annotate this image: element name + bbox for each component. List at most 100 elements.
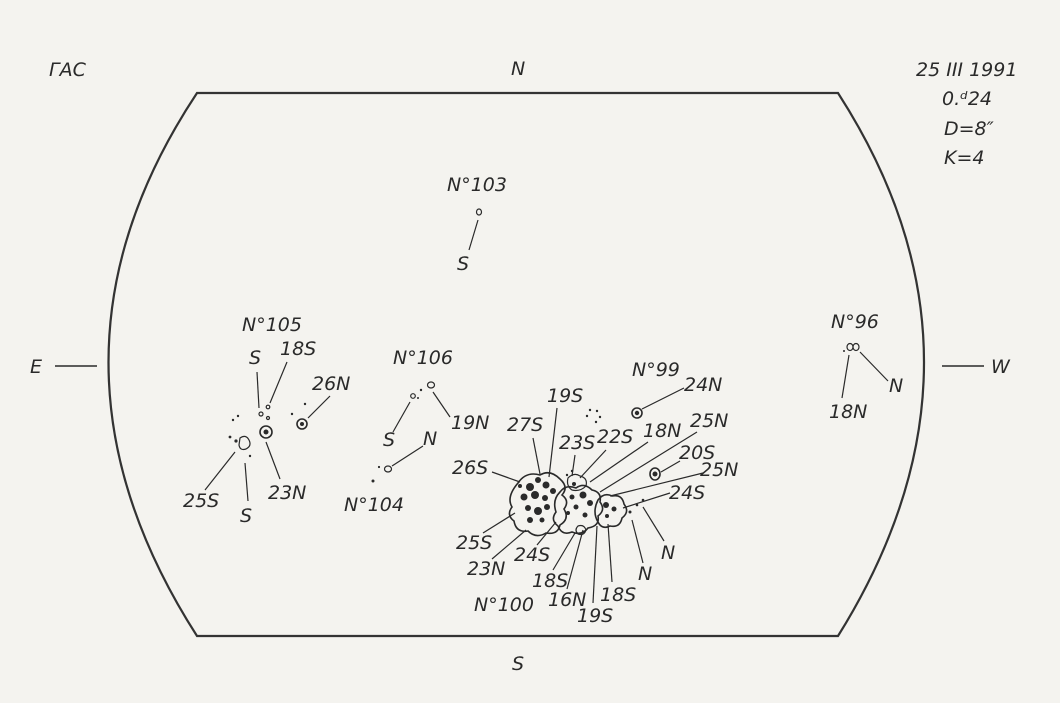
pore xyxy=(377,465,381,469)
leader-line xyxy=(841,354,850,399)
g100-label-24s: 24S xyxy=(514,544,550,566)
group-106-label-n: N xyxy=(423,428,437,450)
leader-line xyxy=(307,395,331,419)
group-106: N°106 19N S N xyxy=(383,347,489,451)
group-104-number: N°104 xyxy=(344,494,404,516)
umbrae xyxy=(518,408,645,523)
time-label: 0.ᵈ24 xyxy=(942,88,992,110)
g100-label-19s-bottom: 19S xyxy=(577,605,613,627)
spot xyxy=(258,411,264,417)
leader-line xyxy=(432,391,451,418)
umbra xyxy=(300,422,304,426)
pore xyxy=(417,397,419,399)
group-100: N°100 xyxy=(452,385,738,627)
spot xyxy=(846,342,854,352)
g100-label-27s: 27S xyxy=(507,414,543,436)
east-label: E xyxy=(30,356,42,378)
south-label: S xyxy=(512,653,524,675)
g100-label-19s-top: 19S xyxy=(547,385,583,407)
spot xyxy=(426,381,436,389)
spot xyxy=(265,415,271,421)
spot xyxy=(410,393,416,399)
penumbra xyxy=(566,473,587,492)
umbra xyxy=(634,410,640,416)
g100-label-24s-right: 24S xyxy=(669,482,705,504)
g100-label-16n: 16N xyxy=(548,589,586,611)
leader-line xyxy=(392,401,411,433)
group-96-number: N°96 xyxy=(831,311,879,333)
leader-line xyxy=(641,387,685,410)
g100-label-n-mid: N xyxy=(638,563,652,585)
spot xyxy=(265,404,271,410)
group-105-label-s-top: S xyxy=(249,347,261,369)
g100-label-n-right: N xyxy=(661,542,675,564)
umbra xyxy=(652,471,658,477)
leader-line xyxy=(256,371,260,409)
g100-label-25n-mid: 25N xyxy=(700,459,738,481)
g100-label-18n: 18N xyxy=(643,420,681,442)
g100-label-20s: 20S xyxy=(679,442,715,464)
group-96-label-n: N xyxy=(889,375,903,397)
g100-label-23n: 23N xyxy=(467,558,505,580)
group-96-label-18n: 18N xyxy=(829,401,867,423)
g100-label-26s: 26S xyxy=(452,457,488,479)
group-105-label-18s: 18S xyxy=(280,338,316,360)
leader-line xyxy=(244,462,249,502)
g100-label-18s-right: 18S xyxy=(600,584,636,606)
group-105-number: N°105 xyxy=(242,314,302,336)
spot xyxy=(296,418,308,430)
leader-line xyxy=(468,219,479,251)
g100-label-25n-top: 25N xyxy=(690,410,728,432)
pore xyxy=(303,402,307,406)
spot xyxy=(383,465,393,473)
pore xyxy=(248,454,252,458)
group-99: N°99 24N xyxy=(631,359,722,419)
group-103: N°103 S xyxy=(447,174,507,275)
spot xyxy=(475,208,483,216)
penumbra xyxy=(552,484,604,535)
group-103-label-s: S xyxy=(457,253,469,275)
k-label: K=4 xyxy=(944,147,984,169)
date-label: 25 III 1991 xyxy=(916,59,1017,81)
group-100-number: N°100 xyxy=(474,594,534,616)
group-103-number: N°103 xyxy=(447,174,507,196)
group-106-number: N°106 xyxy=(393,347,453,369)
group-106-label-s: S xyxy=(383,429,395,451)
penumbra xyxy=(575,524,587,536)
spot xyxy=(852,342,860,352)
group-100-leaders xyxy=(482,407,704,604)
pore xyxy=(290,412,294,416)
group-105-label-26n: 26N xyxy=(312,373,350,395)
g100-label-25s: 25S xyxy=(456,532,492,554)
north-label: N xyxy=(511,58,525,80)
g100-label-18s-left: 18S xyxy=(532,570,568,592)
solar-disk-outline xyxy=(107,91,925,638)
group-96: N°96 18N N xyxy=(829,311,903,423)
g100-label-22s: 22S xyxy=(597,426,633,448)
g100-label-23s: 23S xyxy=(559,432,595,454)
pore xyxy=(843,350,845,352)
pore xyxy=(234,439,238,443)
group-99-label-24n: 24N xyxy=(684,374,722,396)
pore xyxy=(231,418,235,422)
pore xyxy=(371,479,375,483)
group-105-label-s-bottom: S xyxy=(240,505,252,527)
penumbra xyxy=(508,471,568,537)
leader-line xyxy=(204,451,236,491)
group-99-number: N°99 xyxy=(632,359,680,381)
leader-line xyxy=(391,445,424,467)
leader-line xyxy=(859,351,889,382)
pore xyxy=(236,414,240,418)
spot xyxy=(631,407,643,419)
pore xyxy=(419,388,423,392)
observatory-label: ГАС xyxy=(49,59,87,81)
umbra xyxy=(263,429,269,435)
group-105-label-25s: 25S xyxy=(183,490,219,512)
group-105-label-23n: 23N xyxy=(268,482,306,504)
spot xyxy=(238,435,251,451)
pore xyxy=(228,435,232,439)
leader-line xyxy=(265,441,281,480)
group-105: N°105 S 18S 26N 25S S 23N xyxy=(183,314,350,527)
